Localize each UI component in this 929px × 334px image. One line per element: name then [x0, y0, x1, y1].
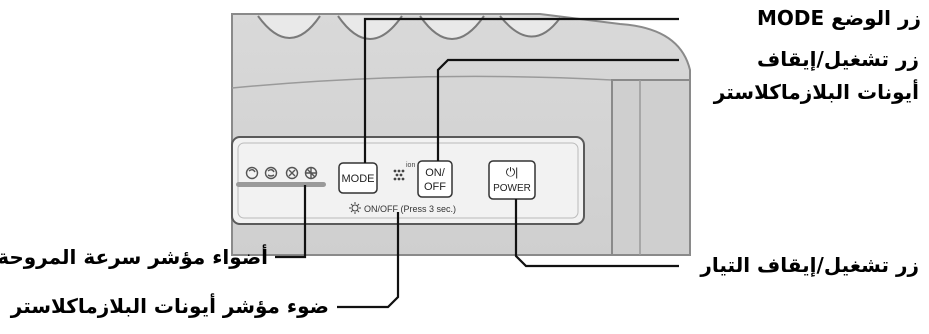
callout-plasma-lamp: ضوء مؤشر أيونات البلازماكلاستر — [10, 294, 329, 318]
leader-fan-lamps — [275, 185, 307, 259]
vent-arc-2 — [337, 15, 403, 40]
callout-fan-speed-lamps: أضواء مؤشر سرعة المروحة — [0, 245, 268, 269]
callout-power-button: زر تشغيل/إيقاف التيار — [700, 253, 919, 277]
unit-side-pillar — [611, 79, 691, 256]
plasmacluster-onoff-button[interactable] — [417, 160, 453, 198]
vent-arc-1 — [257, 15, 321, 39]
control-panel — [231, 136, 585, 225]
callout-plasma-button-line1: زر تشغيل/إيقاف — [757, 47, 919, 71]
vent-arc-4 — [499, 15, 561, 38]
plasma-onoff-note: ON/OFF (Press 3 sec.) — [364, 204, 456, 214]
onoff-button-label-line1: ON/ — [425, 167, 446, 179]
fan-speed-breeze-high-icon — [285, 166, 299, 180]
callout-plasma-button-line2: أيونات البلازماكلاستر — [713, 80, 919, 104]
power-symbol-icon: ⏻| — [506, 165, 519, 179]
fan-speed-lamp-bar — [236, 182, 326, 187]
onoff-button-label-line2: OFF — [424, 181, 446, 193]
plasmacluster-ion-icon — [393, 169, 405, 181]
mode-button[interactable] — [338, 162, 378, 194]
fan-speed-breeze-max-icon — [304, 166, 318, 180]
power-button[interactable] — [488, 160, 536, 200]
mode-button-label: MODE — [342, 173, 375, 185]
fan-speed-breeze-mid-icon — [264, 166, 278, 180]
leader-power — [514, 199, 679, 268]
sun-lamp-icon — [349, 202, 361, 214]
callout-mode-button: زر الوضع MODE — [756, 6, 921, 30]
leader-plasma-button — [436, 58, 679, 161]
ion-small-label: ion — [406, 162, 415, 169]
leader-mode — [363, 17, 679, 163]
top-inner-edge — [231, 75, 613, 89]
vent-arc-3 — [419, 15, 485, 40]
power-button-label: POWER — [493, 183, 531, 194]
fan-speed-breeze-low-icon — [245, 166, 259, 180]
leader-plasma-lamp — [337, 212, 400, 309]
